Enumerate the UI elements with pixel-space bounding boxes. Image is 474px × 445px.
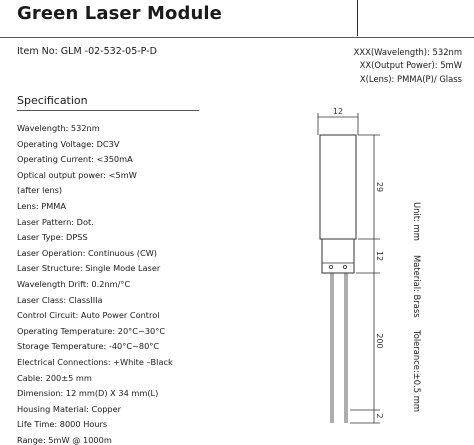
spec-item: (after lens) — [17, 185, 63, 196]
header-divider — [0, 37, 474, 38]
tolerance-note: Tolerance:±0.5 mm — [412, 330, 422, 413]
unit-note: Unit: mm — [412, 202, 422, 241]
module-drawing: 12 29 12 200 2 — [300, 105, 474, 435]
specification-divider — [17, 110, 199, 111]
code-lens: X(Lens): PMMA(P)/ Glass — [359, 73, 462, 84]
laser-body — [319, 134, 357, 240]
dim-label-cable: 200 — [375, 333, 384, 348]
spec-item: Laser Type: DPSS — [17, 232, 88, 243]
dim-label-board: 12 — [375, 251, 384, 261]
spec-item: Optical output power: <5mW — [17, 169, 137, 180]
spec-item: Lens: PMMA — [17, 200, 66, 211]
specification-heading: Specification — [17, 94, 88, 107]
driver-board — [321, 238, 355, 274]
spec-list: Wavelength: 532nm Operating Voltage: DC3… — [17, 121, 173, 445]
width-label: 12 — [333, 107, 343, 116]
spec-item: Operating Current: <350mA — [17, 154, 133, 165]
spec-item: Laser Structure: Single Mode Laser — [17, 263, 161, 274]
spec-item: Housing Material: Copper — [17, 403, 122, 414]
spec-item: Electrical Connections: +White –Black — [17, 356, 173, 367]
spec-item: Storage Temperature: -40°C~80°C — [17, 341, 160, 352]
spec-item: Operating Temperature: 20°C~30°C — [17, 325, 166, 336]
solder-pad — [343, 264, 348, 269]
spec-item: Wavelength Drift: 0.2nm/°C — [17, 278, 131, 289]
spec-item: Dimension: 12 mm(D) X 34 mm(L) — [17, 388, 159, 399]
spec-item: Laser Class: ClassIIIa — [17, 294, 103, 305]
spec-item: Laser Operation: Continuous (CW) — [17, 247, 158, 258]
header-divider-vertical — [357, 0, 358, 36]
module-drawing-svg: 12 29 12 200 2 — [317, 107, 384, 424]
item-number: Item No: GLM -02-532-05-P-D — [17, 46, 157, 57]
spec-item: Wavelength: 532nm — [17, 123, 100, 133]
spec-item: Operating Voltage: DC3V — [17, 138, 120, 149]
spec-item: Laser Pattern: Dot. — [17, 216, 94, 227]
spec-item: Life Time: 8000 Hours — [17, 419, 108, 430]
solder-pad — [328, 264, 333, 269]
spec-item: Control Circuit: Auto Power Control — [17, 310, 160, 321]
code-output-power: XX(Output Power): 5mW — [359, 60, 462, 71]
code-wavelength: XXX(Wavelength): 532nm — [353, 47, 462, 57]
dim-label-strip: 2 — [375, 413, 384, 418]
dim-label-body: 29 — [375, 182, 384, 192]
code-legend: XXX(Wavelength): 532nm XX(Output Power):… — [354, 46, 462, 86]
page-title: Green Laser Module — [17, 3, 222, 24]
spec-item: Range: 5mW @ 1000m — [17, 434, 112, 445]
material-note: Material: Brass — [412, 255, 422, 318]
spec-item: Cable: 200±5 mm — [17, 372, 92, 383]
